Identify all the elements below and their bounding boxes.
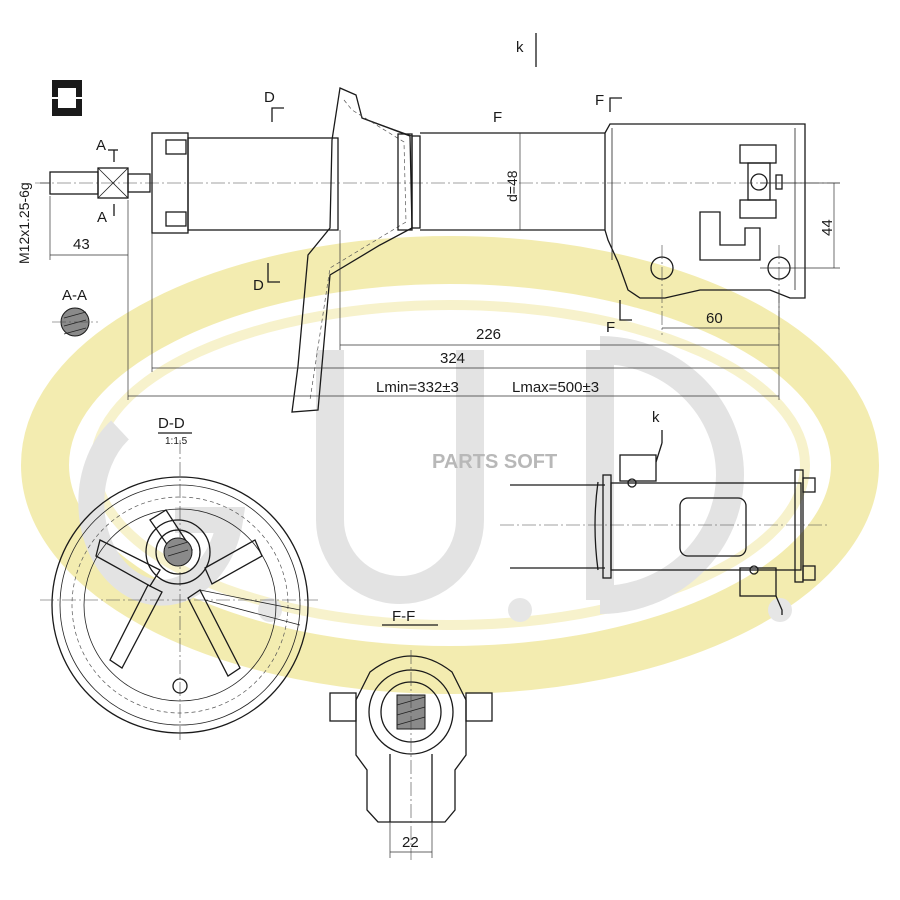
dimension-lines xyxy=(40,133,840,400)
section-d-label-top: D xyxy=(264,89,275,106)
lmin-label: Lmin=332±3 xyxy=(376,379,459,396)
section-aa-view xyxy=(52,307,98,337)
view-k xyxy=(500,430,830,615)
gud-logo-watermark: PARTS SOFT xyxy=(21,236,879,694)
thread-spec-label: M12x1.25-6g xyxy=(16,182,32,264)
view-aa-label: A-A xyxy=(62,287,87,304)
dim-324-label: 324 xyxy=(440,350,465,367)
lmax-label: Lmax=500±3 xyxy=(512,379,599,396)
nut-icon xyxy=(52,80,82,116)
section-d-label-bottom: D xyxy=(253,277,264,294)
dim-60-label: 60 xyxy=(706,310,723,327)
section-ff-view xyxy=(329,624,493,860)
parts-soft-watermark: PARTS SOFT xyxy=(432,451,557,473)
dim-226-label: 226 xyxy=(476,326,501,343)
dim-d48-label: d=48 xyxy=(504,170,520,202)
section-f-label-mid: F xyxy=(493,109,502,126)
dim-22-label: 22 xyxy=(402,834,419,851)
dim-44-label: 44 xyxy=(819,219,836,236)
section-a-label-top: A xyxy=(96,137,106,154)
section-f-label-bottom: F xyxy=(606,319,615,336)
view-ff-label: F-F xyxy=(392,608,415,625)
dim-43-label: 43 xyxy=(73,236,90,253)
view-dd-scale-label: 1:1.5 xyxy=(165,436,188,447)
labels: k D D F F F A A M12x1.25-6g 43 d=48 44 6… xyxy=(16,39,836,851)
section-dd-view xyxy=(40,432,320,740)
view-dd-label: D-D xyxy=(158,415,185,432)
section-k-label-top: k xyxy=(516,39,524,56)
section-f-label-top: F xyxy=(595,92,604,109)
strut-side-view xyxy=(35,33,840,413)
section-a-label-bottom: A xyxy=(97,209,107,226)
view-k-label: k xyxy=(652,409,660,426)
